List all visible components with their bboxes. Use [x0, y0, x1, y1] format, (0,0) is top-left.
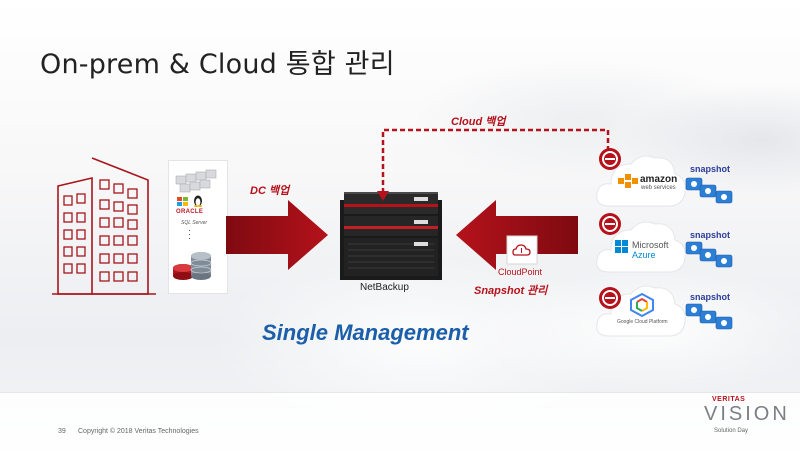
windows-azure-icon	[615, 240, 628, 253]
aws-boxes-icon	[618, 174, 638, 188]
google-cloud-icon	[630, 292, 654, 318]
dc-backup-label: DC 백업	[250, 185, 290, 197]
snapshot-cameras-icon	[685, 177, 733, 204]
azure-logo-text: Microsoft	[632, 240, 669, 250]
cloudpoint-label: CloudPoint	[498, 267, 543, 277]
linux-icon	[194, 195, 202, 207]
vision-logo: VISION	[704, 403, 790, 425]
windows-icon	[177, 197, 188, 206]
cloudpoint-icon	[506, 235, 538, 265]
veritas-badge-icon	[599, 287, 621, 309]
cloud-shape-azure	[596, 221, 686, 273]
snapshot-label-google: snapshot	[690, 292, 731, 302]
solution-day-text: Solution Day	[714, 428, 749, 434]
oracle-logo: ORACLE	[176, 209, 204, 215]
google-logo-text: Google Cloud Platform	[617, 319, 668, 325]
snapshot-arrow	[456, 200, 578, 270]
veritas-logo: VERITAS	[712, 396, 746, 403]
veritas-badge-icon	[599, 213, 621, 235]
page-title: On-prem & Cloud 통합 관리	[40, 49, 395, 80]
snapshot-label-aws: snapshot	[690, 164, 731, 174]
page-number: 39	[58, 428, 66, 435]
aws-logo-subtext: web services	[641, 185, 676, 191]
copyright-text: Copyright © 2018 Veritas Technologies	[78, 428, 199, 435]
netbackup-label: NetBackup	[360, 282, 409, 293]
single-management-title: Single Management	[262, 320, 469, 345]
building-icon	[52, 157, 156, 295]
netbackup-appliance	[340, 192, 442, 280]
more-ellipsis: ···	[188, 225, 191, 243]
snapshot-label-azure: snapshot	[690, 230, 731, 240]
azure-logo-subtext: Azure	[632, 250, 656, 260]
sqlserver-logo: SQL Server	[181, 220, 208, 226]
veritas-badge-icon	[599, 148, 621, 170]
servers-icon	[175, 169, 217, 193]
cloud-shape-aws	[596, 155, 686, 207]
cloud-backup-dashed-line	[377, 128, 610, 201]
snapshot-cameras-icon	[685, 241, 733, 268]
dc-backup-arrow	[226, 200, 328, 270]
cloud-backup-label: Cloud 백업	[451, 116, 506, 128]
aws-logo-text: amazon	[640, 174, 678, 185]
snapshot-cameras-icon	[685, 303, 733, 330]
snapshot-mgmt-label: Snapshot 관리	[474, 285, 548, 297]
footer-band	[0, 392, 800, 452]
database-icon	[173, 252, 212, 280]
